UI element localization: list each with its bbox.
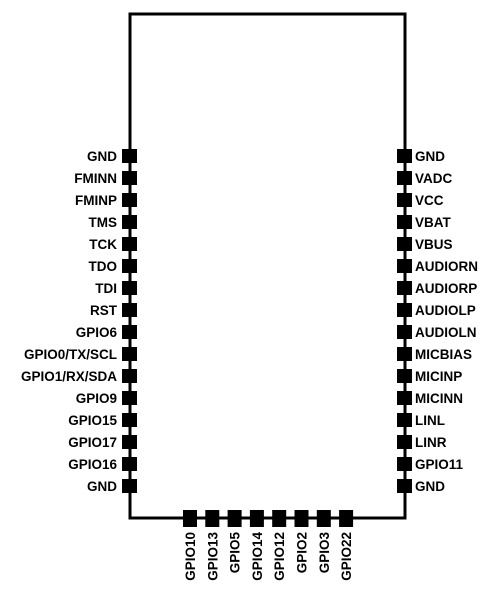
left-pin-pad-gpio15 xyxy=(122,413,137,427)
left-pin-label-tms: TMS xyxy=(89,215,118,230)
right-pin-pad-gnd xyxy=(397,149,412,163)
left-pin-pad-tck xyxy=(122,237,137,251)
left-pin-pad-tdi xyxy=(122,281,137,295)
right-pin-label-gnd: GND xyxy=(415,149,445,164)
right-pin-label-micinp: MICINP xyxy=(415,369,462,384)
right-pin-label-vbus: VBUS xyxy=(415,237,453,252)
bottom-pin-pad-gpio22 xyxy=(339,510,354,527)
left-pin-label-tdi: TDI xyxy=(95,281,117,296)
left-pin-pad-gpio6 xyxy=(122,325,137,339)
bottom-pin-label-gpio14: GPIO14 xyxy=(250,532,265,581)
bottom-pin-pad-gpio2 xyxy=(294,510,309,527)
left-pin-label-tdo: TDO xyxy=(89,259,118,274)
left-pin-pad-gnd xyxy=(122,149,137,163)
right-pin-label-gnd: GND xyxy=(415,479,445,494)
right-pin-label-micbias: MICBIAS xyxy=(415,347,472,362)
left-pin-pad-gpio17 xyxy=(122,435,137,449)
right-pin-pad-vadc xyxy=(397,171,412,185)
right-pin-pad-audiorn xyxy=(397,259,412,273)
right-pin-pad-vbus xyxy=(397,237,412,251)
right-pin-label-audiorn: AUDIORN xyxy=(415,259,478,274)
left-pin-label-gpio6: GPIO6 xyxy=(76,325,118,340)
right-pin-pad-vcc xyxy=(397,193,412,207)
right-pin-pad-micinp xyxy=(397,369,412,383)
right-pin-pad-micinn xyxy=(397,391,412,405)
bottom-pin-pad-gpio12 xyxy=(272,510,287,527)
right-pin-label-linr: LINR xyxy=(415,435,447,450)
right-pin-pad-audiorp xyxy=(397,281,412,295)
left-pin-label-gnd: GND xyxy=(87,479,117,494)
bottom-pin-label-gpio10: GPIO10 xyxy=(183,532,198,581)
right-pin-label-audiolp: AUDIOLP xyxy=(415,303,476,318)
right-pin-label-vadc: VADC xyxy=(415,171,453,186)
bottom-pin-pad-gpio13 xyxy=(205,510,220,527)
left-pin-label-gpio1-rx-sda: GPIO1/RX/SDA xyxy=(21,369,117,384)
left-pin-label-fminn: FMINN xyxy=(74,171,117,186)
left-pin-label-gpio17: GPIO17 xyxy=(68,435,117,450)
left-pin-pad-gpio0-tx-scl xyxy=(122,347,137,361)
bottom-pin-pad-gpio10 xyxy=(183,510,197,527)
right-pin-label-audioln: AUDIOLN xyxy=(415,325,477,340)
right-pin-column: GND VADC VCC VBAT VBUS AUDIORN AUDIORP AUDIOLP A… xyxy=(397,149,478,494)
bottom-pin-label-gpio2: GPIO2 xyxy=(295,532,310,573)
left-pin-label-gnd: GND xyxy=(87,149,117,164)
left-pin-pad-gnd xyxy=(122,479,137,493)
right-pin-pad-linl xyxy=(397,413,412,427)
left-pin-label-fminp: FMINP xyxy=(75,193,117,208)
left-pin-pad-gpio9 xyxy=(122,391,137,405)
left-pin-label-gpio9: GPIO9 xyxy=(76,391,117,406)
right-pin-pad-audiolp xyxy=(397,303,412,317)
bottom-pin-label-gpio13: GPIO13 xyxy=(205,532,220,581)
right-pin-pad-linr xyxy=(397,435,412,449)
left-pin-label-gpio15: GPIO15 xyxy=(68,413,117,428)
bottom-pin-label-gpio5: GPIO5 xyxy=(228,532,243,574)
left-pin-pad-gpio1-rx-sda xyxy=(122,369,137,383)
left-pin-label-rst: RST xyxy=(90,303,118,318)
bottom-pin-pad-gpio3 xyxy=(316,510,331,527)
right-pin-pad-gnd xyxy=(397,479,412,493)
left-pin-label-tck: TCK xyxy=(89,237,117,252)
bottom-pin-pad-gpio5 xyxy=(227,510,242,527)
left-pin-pad-rst xyxy=(122,303,137,317)
module-outline xyxy=(128,12,407,520)
bottom-pin-row: GPIO10 GPIO13 GPIO5 GPIO14 GPIO12 GPIO2 GPIO3 G… xyxy=(183,510,354,581)
bottom-pin-pad-gpio14 xyxy=(249,510,264,527)
right-pin-label-micinn: MICINN xyxy=(415,391,463,406)
left-pin-column: GND FMINN FMINP TMS TCK TDO TDI RST GPIO6GPIO0/T… xyxy=(21,149,137,494)
right-pin-label-linl: LINL xyxy=(415,413,445,428)
right-pin-label-audiorp: AUDIORP xyxy=(415,281,477,296)
right-pin-pad-audioln xyxy=(397,325,412,339)
right-pin-label-gpio11: GPIO11 xyxy=(415,457,464,472)
left-pin-pad-tms xyxy=(122,215,137,229)
left-pin-pad-gpio16 xyxy=(122,457,137,471)
left-pin-label-gpio16: GPIO16 xyxy=(68,457,117,472)
right-pin-label-vcc: VCC xyxy=(415,193,444,208)
right-pin-pad-micbias xyxy=(397,347,412,361)
right-pin-pad-vbat xyxy=(397,215,412,229)
bottom-pin-label-gpio3: GPIO3 xyxy=(317,532,332,574)
left-pin-pad-tdo xyxy=(122,259,137,273)
bottom-pin-label-gpio22: GPIO22 xyxy=(339,532,354,581)
right-pin-pad-gpio11 xyxy=(397,457,412,471)
right-pin-label-vbat: VBAT xyxy=(415,215,452,230)
left-pin-pad-fminp xyxy=(122,193,137,207)
left-pin-label-gpio0-tx-scl: GPIO0/TX/SCL xyxy=(24,347,117,362)
bottom-pin-label-gpio12: GPIO12 xyxy=(272,532,287,581)
left-pin-pad-fminn xyxy=(122,171,137,185)
